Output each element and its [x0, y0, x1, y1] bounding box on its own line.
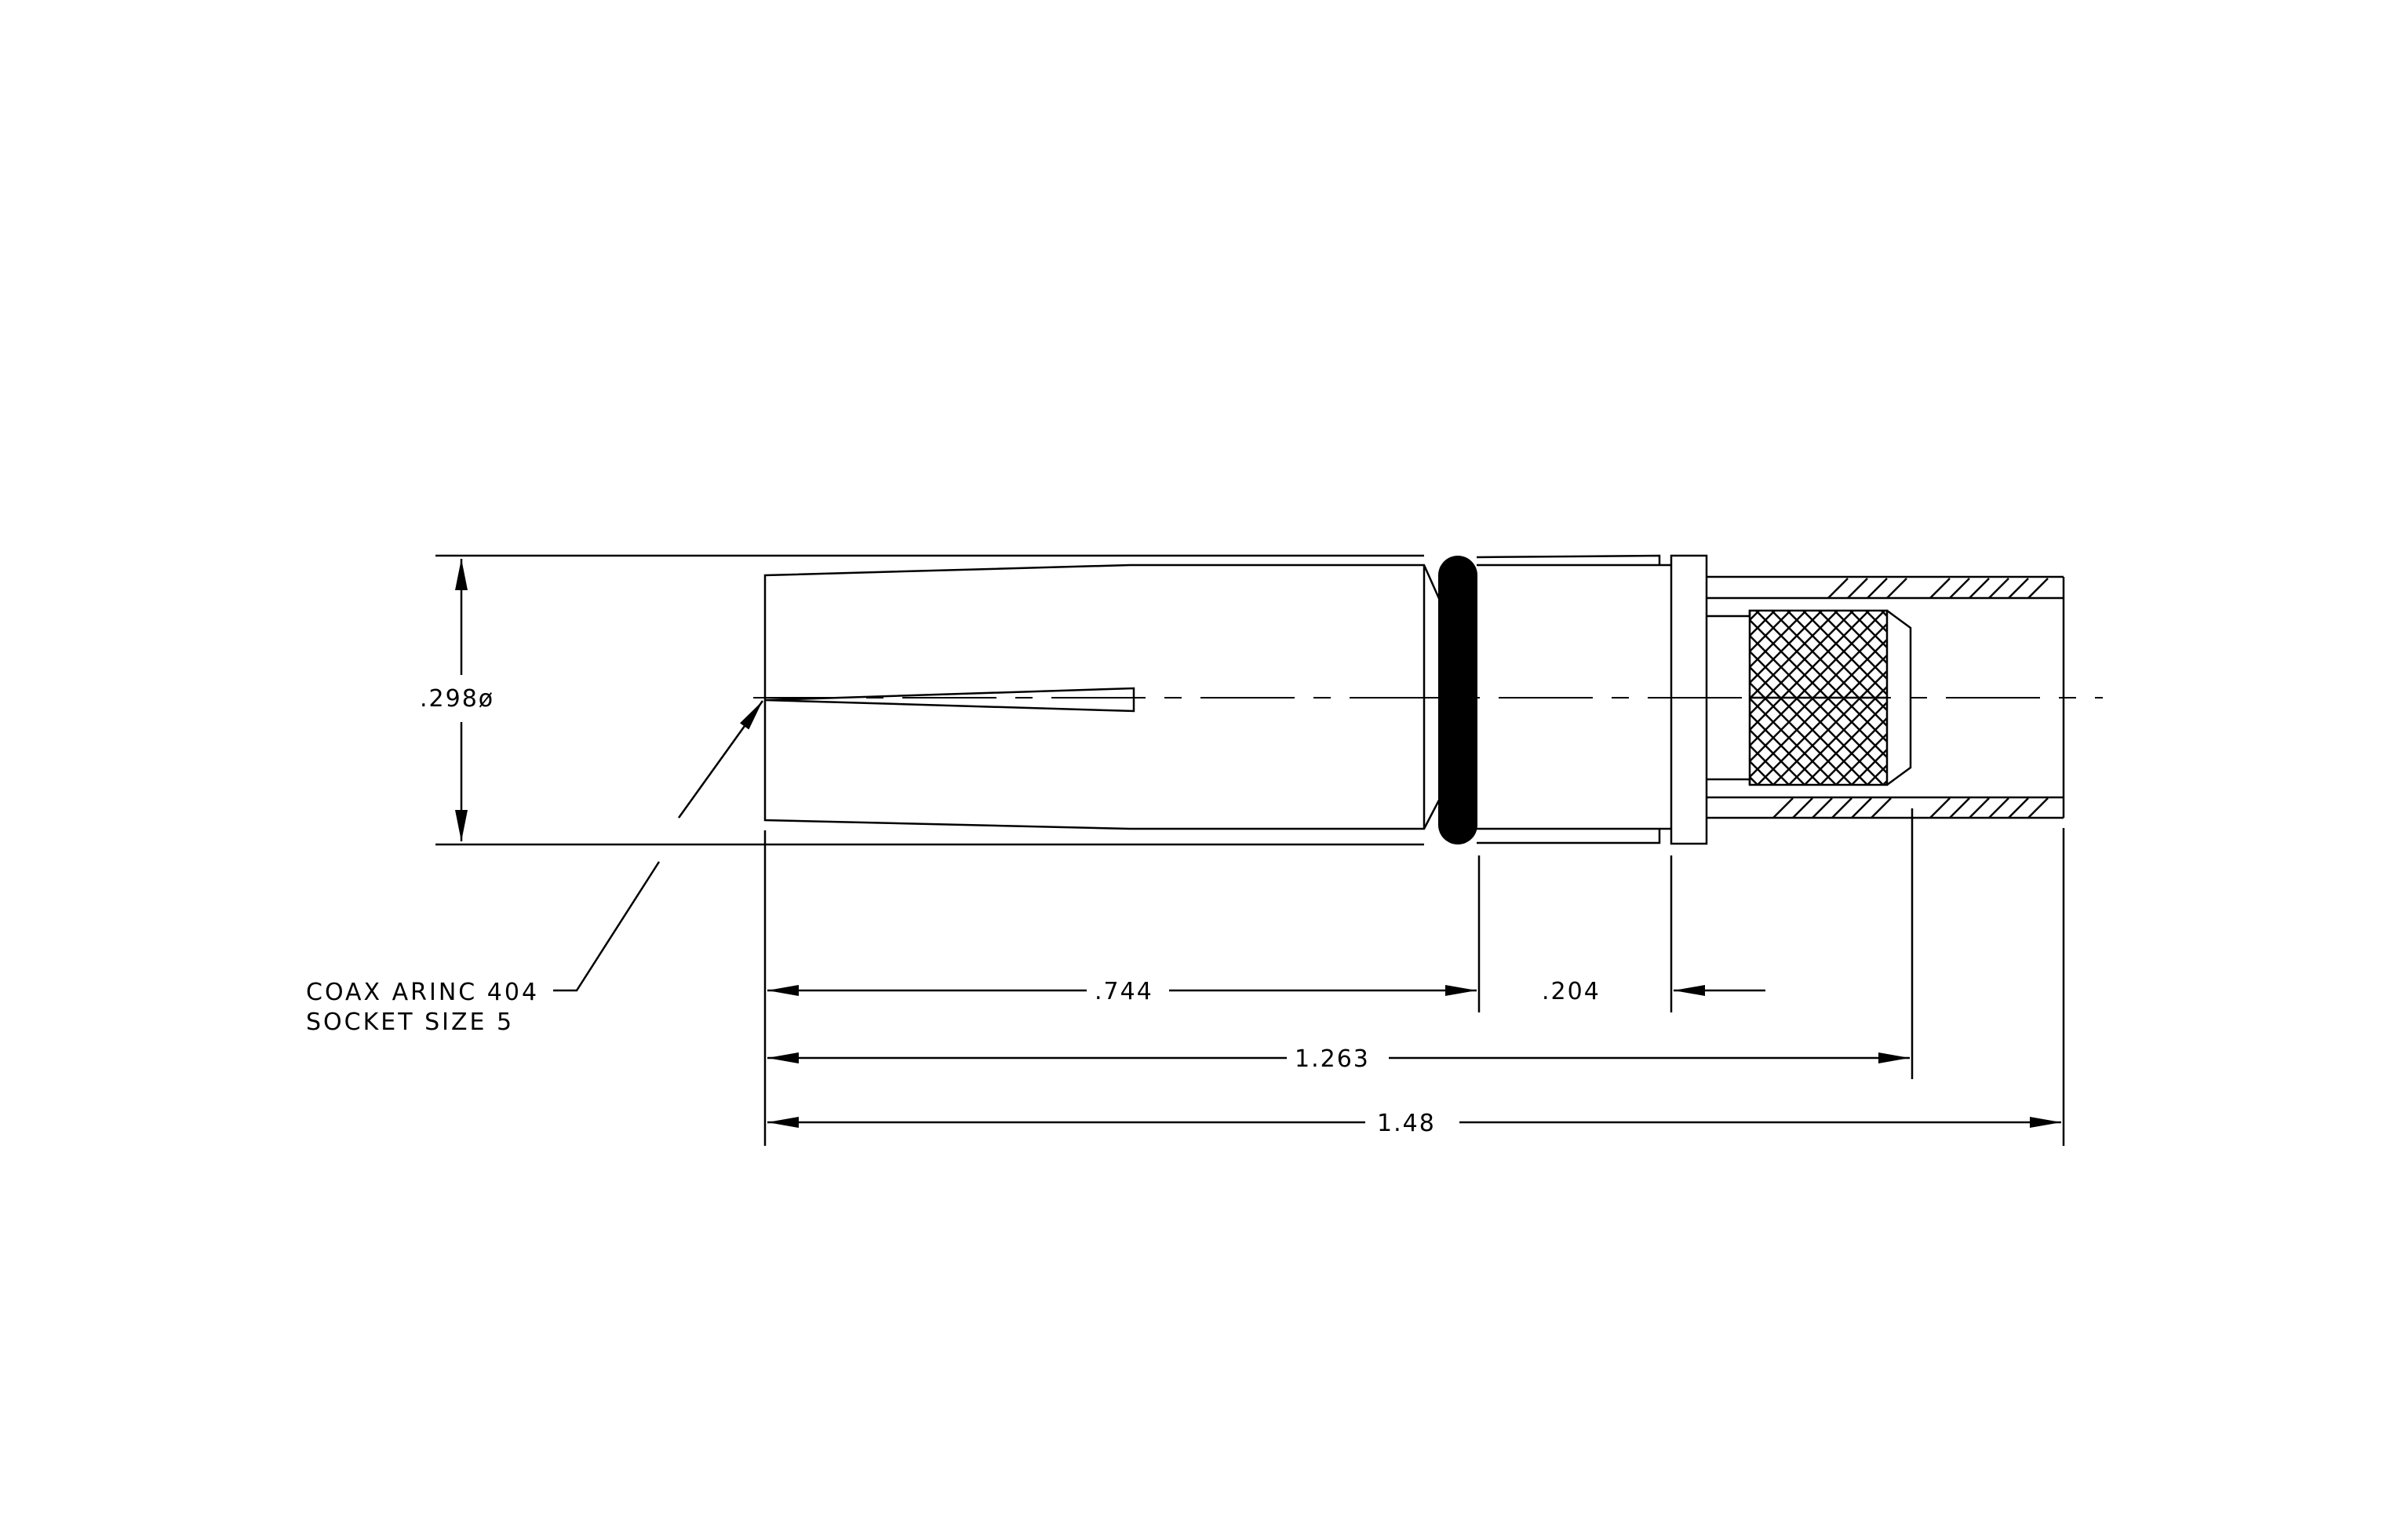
dim-1263-label: 1.263 [1295, 1045, 1370, 1073]
dim-148-label: 1.48 [1377, 1110, 1436, 1137]
shoulder-flange [1670, 554, 1708, 845]
diameter-label: .298ø [420, 685, 494, 713]
barrel-hatch-top [1827, 578, 2049, 599]
socket-slot [764, 687, 1135, 713]
body-section-2-bottom [1477, 829, 1661, 844]
dim-744-label: .744 [1095, 978, 1153, 1005]
callout-note-line2: SOCKET SIZE 5 [306, 1009, 514, 1036]
callout-note-line1: COAX ARINC 404 [306, 979, 539, 1006]
body-section-2 [1476, 554, 1661, 565]
barrel-hatch-bottom [1772, 797, 2049, 819]
dim-204-label: .204 [1542, 978, 1601, 1005]
barrel-step-bottom [1707, 778, 1751, 785]
callout-leader [553, 861, 661, 992]
barrel-step-top [1707, 611, 1751, 618]
callout-leader-arrow [677, 700, 764, 819]
o-ring-seal [1438, 556, 1477, 844]
